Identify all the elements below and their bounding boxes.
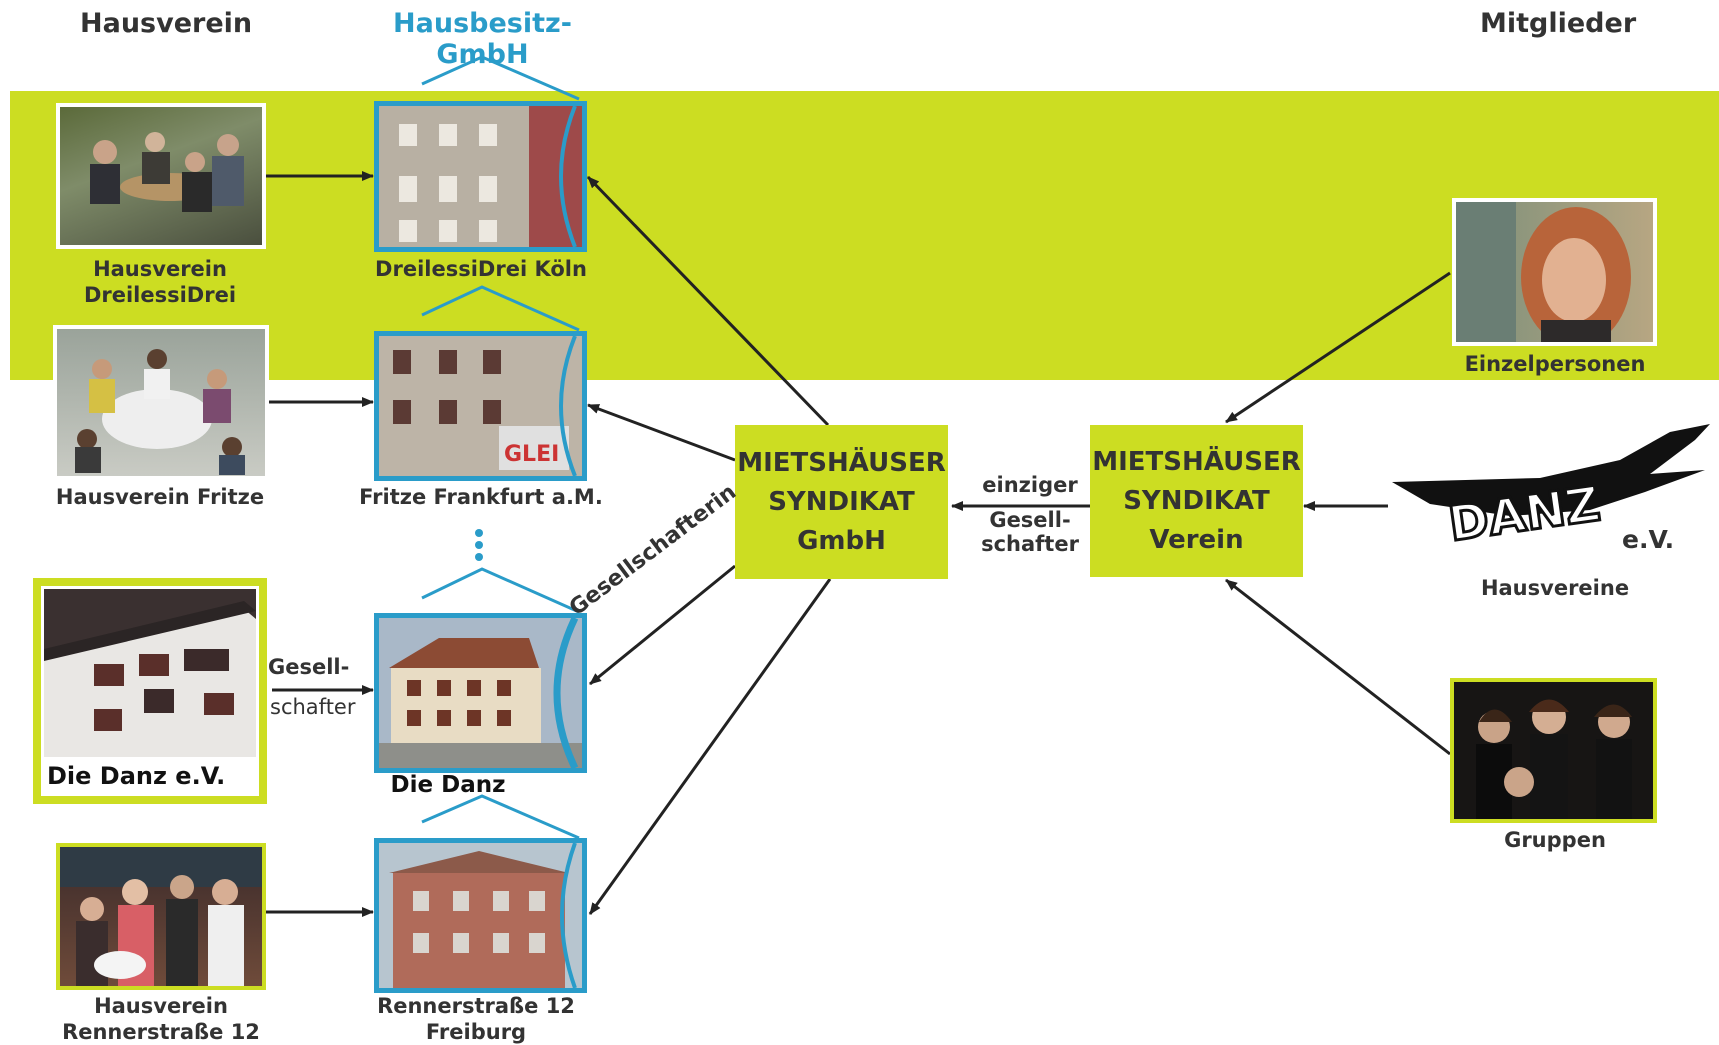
label-house-dreilessidrei: DreilessiDrei Köln (375, 257, 587, 281)
photo-house-die-danz (374, 613, 587, 773)
label-einziger: einziger (982, 473, 1078, 497)
label-gesellschafter-left-2: schafter (270, 695, 356, 719)
label-house-die-danz: Die Danz (390, 772, 506, 798)
photo-hausverein-fritze (53, 325, 269, 480)
box-syndikat-gmbh: MIETSHÄUSER SYNDIKAT GmbH (735, 425, 948, 579)
danz-logo: DANZ (1392, 424, 1710, 554)
label-house-fritze: Fritze Frankfurt a.M. (359, 485, 603, 509)
label-gruppen: Gruppen (1504, 828, 1606, 852)
label-einzelpersonen: Einzelpersonen (1464, 352, 1646, 376)
box-syndikat-verein: MIETSHÄUSER SYNDIKAT Verein (1090, 425, 1303, 577)
photo-einzelpersonen (1452, 198, 1657, 346)
photo-house-dreilessidrei (374, 101, 587, 252)
label-ev: e.V. (1622, 525, 1675, 554)
highlight-band (10, 91, 1719, 380)
photo-hausverein-dreilessidrei (56, 103, 266, 249)
label-hausverein-dreilessidrei: Hausverein DreilessiDrei (83, 257, 237, 307)
label-die-danz-ev: Die Danz e.V. (47, 762, 226, 790)
heading-mitglieder: Mitglieder (1480, 8, 1637, 39)
photo-gruppen (1450, 678, 1657, 823)
photo-house-rennerstrasse (374, 838, 587, 993)
svg-text:GLEI: GLEI (504, 442, 559, 467)
heading-hausbesitz-gmbh: Hausbesitz-GmbH (393, 8, 572, 70)
ellipsis-dots (475, 529, 483, 561)
label-hausverein-fritze: Hausverein Fritze (55, 485, 265, 509)
label-gesellschafter-center: Gesell- schafter (981, 508, 1079, 556)
heading-hausverein: Hausverein (80, 8, 253, 39)
photo-house-fritze: GLEI (374, 331, 587, 481)
photo-die-danz-ev: Die Danz e.V. (33, 578, 267, 804)
label-gesellschafter-left-1: Gesell- (268, 655, 350, 679)
label-hausvereine: Hausvereine (1480, 576, 1630, 600)
label-hausverein-rennerstrasse: Hausverein Rennerstraße 12 (62, 994, 260, 1044)
photo-hausverein-rennerstrasse (56, 843, 266, 990)
label-house-rennerstrasse: Rennerstraße 12 Freiburg (377, 994, 575, 1044)
